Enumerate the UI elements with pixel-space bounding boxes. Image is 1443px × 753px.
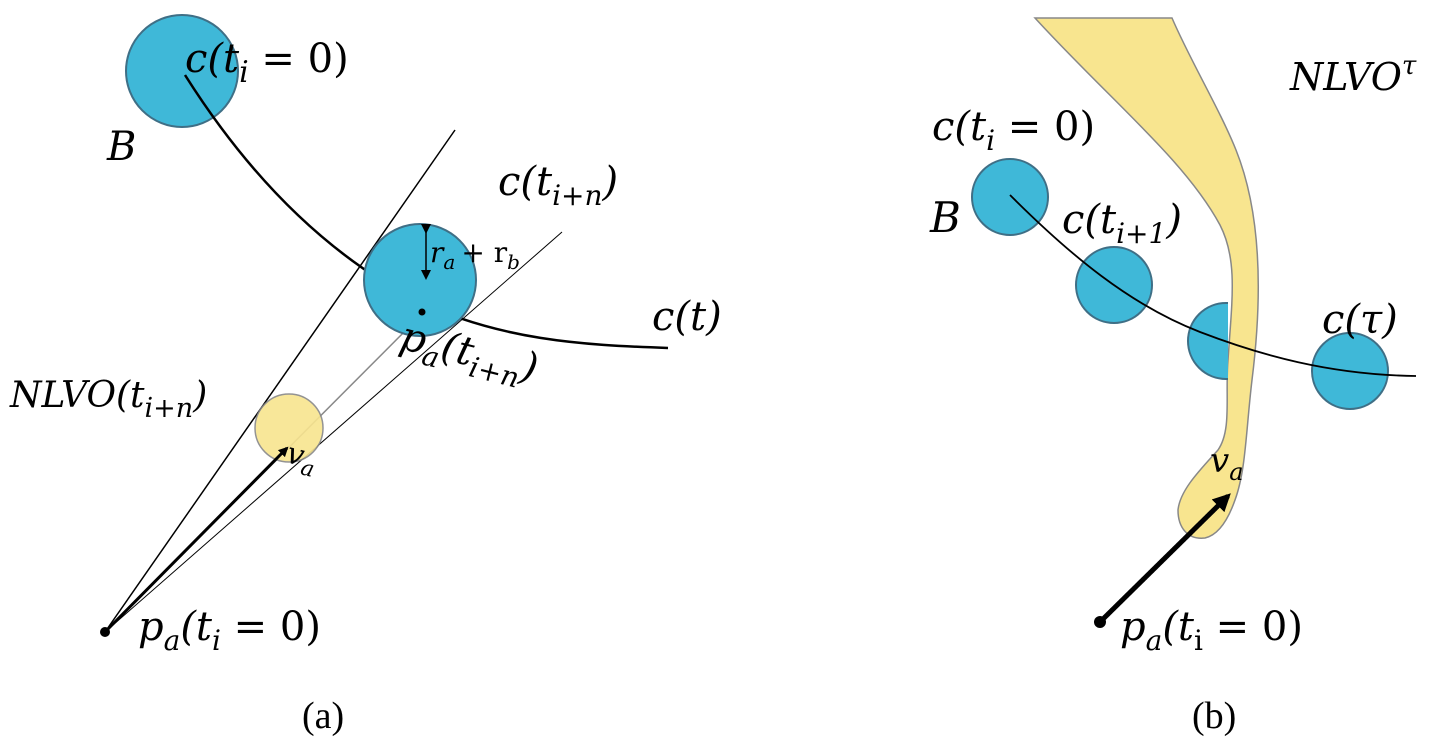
label-va-b: va bbox=[1210, 441, 1244, 486]
obstacle-b-future bbox=[363, 223, 477, 337]
panel-b: NLVOτ c(ti = 0) B c(ti+1) c(τ) va pa(ti … bbox=[929, 17, 1417, 737]
cone-line-left bbox=[104, 129, 456, 633]
trajectory-curve-b bbox=[1009, 194, 1417, 377]
label-c-initial-a: c(ti = 0) bbox=[185, 36, 349, 90]
caption-a: (a) bbox=[302, 695, 344, 737]
caption-b: (b) bbox=[1192, 695, 1236, 737]
cone-line-right bbox=[104, 231, 563, 633]
label-pa-initial-b: pa(ti = 0) bbox=[1120, 604, 1303, 657]
label-c-step1: c(ti+1) bbox=[1062, 197, 1182, 250]
label-pa-initial-a: pa(ti = 0) bbox=[138, 604, 321, 657]
label-nlvo-tin: NLVO(ti+n) bbox=[9, 375, 207, 424]
velocity-obstacle-disk bbox=[254, 393, 324, 463]
label-pa-future: pa(ti+n) bbox=[394, 313, 543, 398]
label-radius-sum: ra+ rb bbox=[430, 236, 520, 274]
label-b-b: B bbox=[929, 193, 961, 242]
obstacle-b-initial-b bbox=[971, 158, 1049, 236]
label-c-future: c(ti+n) bbox=[498, 159, 618, 212]
velocity-arrow-va-b bbox=[1098, 493, 1231, 624]
label-nlvo-tau: NLVOτ bbox=[1289, 51, 1417, 99]
label-c-of-t: c(t) bbox=[652, 294, 722, 340]
panel-a: B c(ti = 0) c(ti+n) c(t) ra+ rb pa(ti+n)… bbox=[9, 14, 722, 737]
velocity-arrow-va bbox=[103, 446, 289, 634]
label-va-a: va bbox=[282, 436, 321, 483]
label-c-initial-b: c(ti = 0) bbox=[932, 104, 1095, 157]
label-c-tau: c(τ) bbox=[1322, 297, 1398, 343]
obstacle-b-initial bbox=[125, 14, 239, 128]
obstacle-b-step2 bbox=[1187, 302, 1228, 380]
future-position-dot bbox=[418, 308, 426, 316]
agent-position-dot-b bbox=[1094, 616, 1106, 628]
label-b-a: B bbox=[106, 124, 136, 170]
agent-position-dot bbox=[100, 627, 110, 637]
